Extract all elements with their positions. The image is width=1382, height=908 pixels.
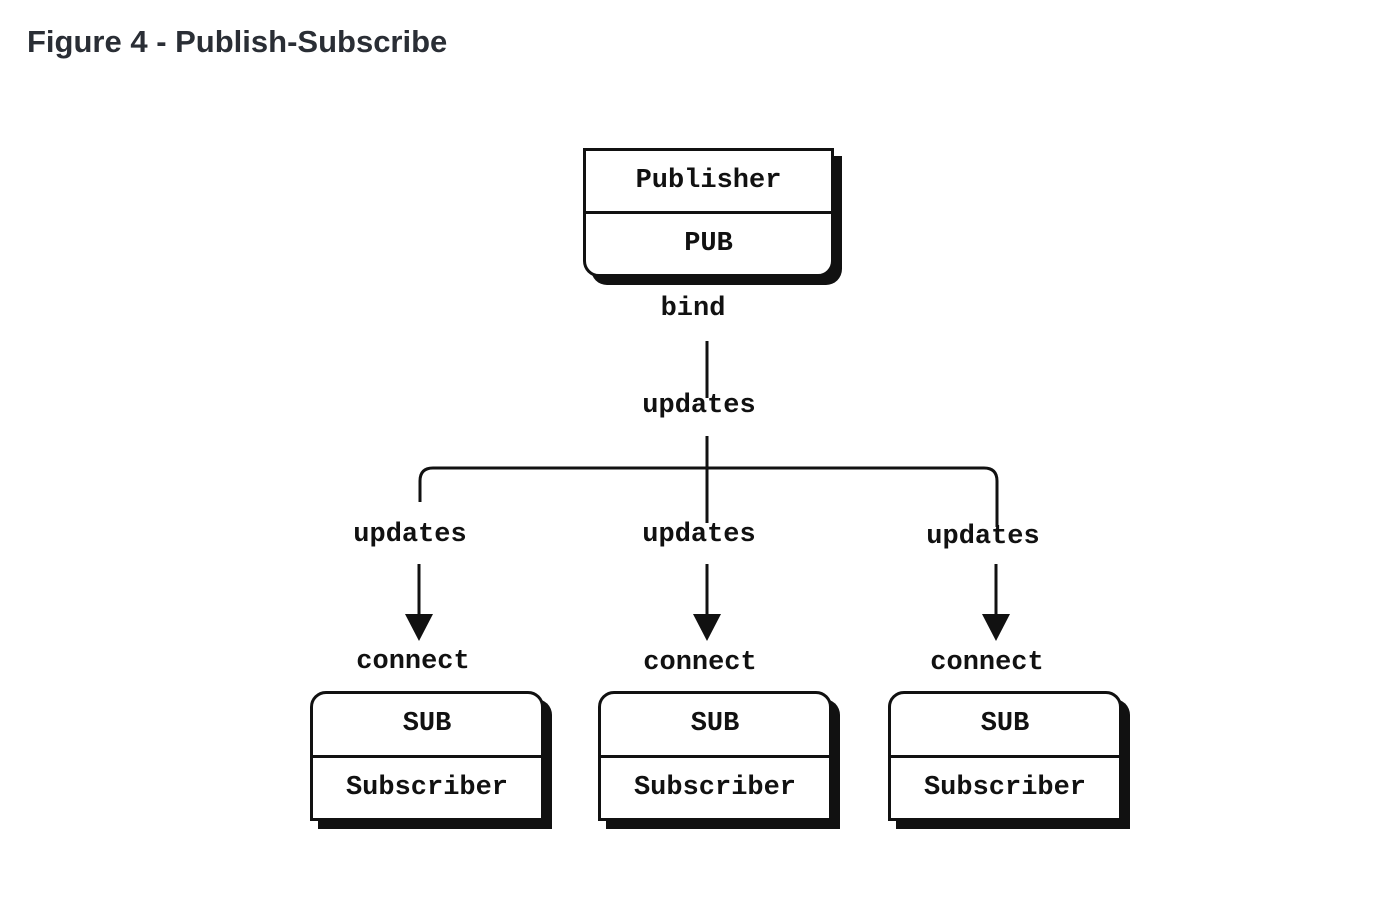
updates-label-left: updates [353,520,467,550]
update-arrow-middle-head [693,614,721,641]
subscriber-node-left: SUB Subscriber [310,691,544,821]
subscriber-node-right: SUB Subscriber [888,691,1122,821]
update-arrow-right [982,564,1010,641]
subscriber-middle-name-compartment: Subscriber [601,754,829,819]
connect-label-left: connect [356,647,470,677]
branch-fanout-line [418,466,999,527]
updates-label-right: updates [926,522,1040,552]
subscriber-middle-socket-compartment: SUB [690,709,740,740]
updates-trunk-label: updates [642,391,756,421]
publisher-name-compartment: Publisher [635,166,782,196]
subscriber-left-socket-compartment: SUB [402,709,452,740]
connect-label-middle: connect [643,648,757,678]
updates-label-middle: updates [642,520,756,550]
update-arrow-left [405,564,433,641]
update-arrow-right-head [982,614,1010,641]
figure-title: Figure 4 - Publish-Subscribe [27,24,448,59]
subscriber-left-name-compartment: Subscriber [313,754,541,819]
publisher-node: Publisher PUB [583,148,834,277]
connect-label-right: connect [930,648,1044,678]
subscriber-node-middle: SUB Subscriber [598,691,832,821]
update-arrow-left-head [405,614,433,641]
update-arrow-middle [693,564,721,641]
subscriber-right-name-compartment: Subscriber [891,754,1119,819]
bind-label: bind [660,294,726,324]
subscriber-right-socket-compartment: SUB [980,709,1030,740]
publisher-socket-compartment: PUB [586,211,831,274]
